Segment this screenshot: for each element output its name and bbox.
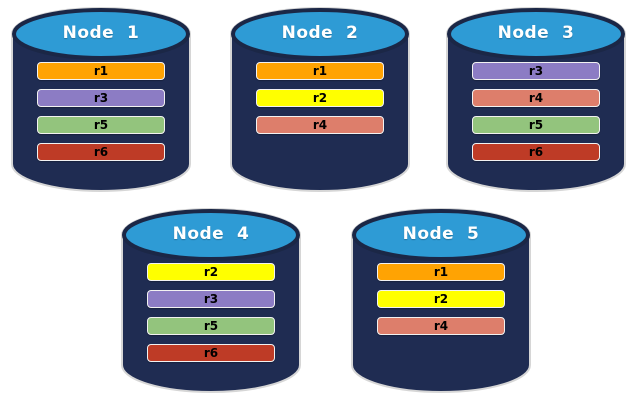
replica-list: r3 r4 r5 r6 bbox=[472, 62, 600, 161]
cylinder-top-shape bbox=[12, 8, 190, 60]
node-title: Node 4 bbox=[172, 224, 250, 244]
replica-list: r1 r3 r5 r6 bbox=[37, 62, 165, 161]
replica-bar: r4 bbox=[472, 89, 600, 107]
replica-bar: r4 bbox=[256, 116, 384, 134]
replica-bar: r1 bbox=[377, 263, 505, 281]
node-title: Node 1 bbox=[62, 23, 140, 43]
replica-list: r1 r2 r4 bbox=[256, 62, 384, 134]
replica-bar: r4 bbox=[377, 317, 505, 335]
node-cylinder: Node 1 r1 r3 r5 r6 bbox=[10, 6, 192, 194]
cylinder-top-shape bbox=[352, 209, 530, 261]
replica-list: r2 r3 r5 r6 bbox=[147, 263, 275, 362]
replica-bar: r2 bbox=[147, 263, 275, 281]
replica-bar: r2 bbox=[256, 89, 384, 107]
cylinder-top-shape bbox=[447, 8, 625, 60]
cylinder-top-shape bbox=[122, 209, 300, 261]
replica-list: r1 r2 r4 bbox=[377, 263, 505, 335]
replica-bar: r6 bbox=[147, 344, 275, 362]
replica-bar: r5 bbox=[147, 317, 275, 335]
replica-bar: r3 bbox=[472, 62, 600, 80]
node-cylinder: Node 3 r3 r4 r5 r6 bbox=[445, 6, 627, 194]
replica-bar: r1 bbox=[256, 62, 384, 80]
replica-bar: r5 bbox=[472, 116, 600, 134]
replica-bar: r2 bbox=[377, 290, 505, 308]
node-cylinder: Node 2 r1 r2 r4 bbox=[229, 6, 411, 194]
node-title: Node 3 bbox=[497, 23, 575, 43]
cylinder-top-shape bbox=[231, 8, 409, 60]
replica-bar: r3 bbox=[37, 89, 165, 107]
node-cylinder: Node 4 r2 r3 r5 r6 bbox=[120, 207, 302, 395]
replica-bar: r3 bbox=[147, 290, 275, 308]
replica-bar: r6 bbox=[37, 143, 165, 161]
node-title: Node 5 bbox=[402, 224, 480, 244]
node-cylinder: Node 5 r1 r2 r4 bbox=[350, 207, 532, 395]
replica-bar: r6 bbox=[472, 143, 600, 161]
replica-bar: r1 bbox=[37, 62, 165, 80]
node-title: Node 2 bbox=[281, 23, 359, 43]
replica-bar: r5 bbox=[37, 116, 165, 134]
